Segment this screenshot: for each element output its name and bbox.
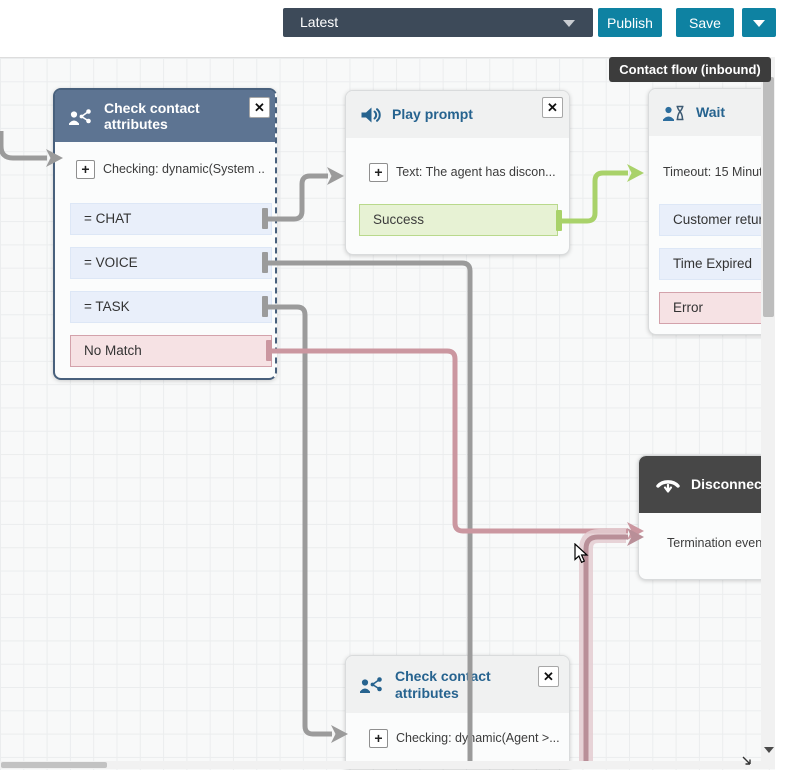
phone-hangup-icon <box>655 475 681 495</box>
block-title: Check contact attributes <box>104 99 200 132</box>
branch-voice[interactable]: = VOICE <box>70 247 272 279</box>
branch-customer-returned[interactable]: Customer returned <box>659 204 774 236</box>
block-title: Disconnect <box>691 476 767 493</box>
flow-type-tooltip: Contact flow (inbound) <box>609 57 771 82</box>
horizontal-scrollbar[interactable] <box>0 761 775 769</box>
page-right-margin <box>775 45 786 769</box>
block-title: Wait <box>696 104 726 121</box>
block-header: Disconnect <box>639 456 774 513</box>
vertical-scrollbar-thumb[interactable] <box>762 77 774 317</box>
block-parameter: Termination event <box>667 536 766 550</box>
check-contact-attributes-icon <box>359 674 385 695</box>
branch-chat[interactable]: = CHAT <box>70 203 272 235</box>
branch-time-expired[interactable]: Time Expired <box>659 248 774 280</box>
block-parameter: Checking: dynamic(Agent >... <box>396 731 560 745</box>
chevron-down-icon <box>563 20 575 27</box>
block-header: Check contact attributes ✕ <box>346 656 569 713</box>
scroll-corner-grip-icon <box>742 756 751 768</box>
publish-button[interactable]: Publish <box>598 8 662 37</box>
block-check-contact-attributes-2[interactable]: Check contact attributes ✕ + Checking: d… <box>345 655 570 769</box>
horizontal-scrollbar-thumb[interactable] <box>1 762 107 768</box>
block-parameter: Checking: dynamic(System ... <box>103 162 265 176</box>
block-header: Wait <box>649 89 774 136</box>
person-hourglass-icon <box>662 103 686 123</box>
expand-parameter-button[interactable]: + <box>76 160 95 179</box>
branch-success[interactable]: Success <box>359 204 558 236</box>
block-title: Check contact attributes <box>395 668 491 701</box>
close-icon[interactable]: ✕ <box>542 97 563 118</box>
block-parameter: Text: The agent has discon... <box>396 165 556 179</box>
version-selector-label: Latest <box>300 14 339 30</box>
chevron-down-icon <box>753 20 765 28</box>
block-header: Check contact attributes ✕ <box>55 90 275 142</box>
close-icon[interactable]: ✕ <box>538 666 559 687</box>
block-header: Play prompt ✕ <box>346 91 569 138</box>
save-button[interactable]: Save <box>676 8 734 37</box>
version-selector[interactable]: Latest <box>283 8 593 37</box>
block-parameter: Timeout: 15 Minutes <box>663 165 775 179</box>
branch-error[interactable]: Error <box>659 292 774 324</box>
scroll-down-arrow-icon[interactable] <box>764 747 774 753</box>
block-wait[interactable]: Wait Timeout: 15 Minutes Customer return… <box>648 88 775 335</box>
save-menu-button[interactable] <box>742 8 776 37</box>
toolbar: Latest Publish Save <box>0 0 786 45</box>
vertical-scrollbar[interactable] <box>761 57 775 769</box>
block-play-prompt[interactable]: Play prompt ✕ + Text: The agent has disc… <box>345 90 570 255</box>
check-contact-attributes-icon <box>68 106 94 127</box>
branch-no-match[interactable]: No Match <box>70 335 272 367</box>
expand-parameter-button[interactable]: + <box>369 729 388 748</box>
block-title: Play prompt <box>392 106 473 123</box>
block-check-contact-attributes-1[interactable]: Check contact attributes ✕ + Checking: d… <box>53 88 277 380</box>
close-icon[interactable]: ✕ <box>249 97 270 118</box>
speaker-icon <box>359 104 382 126</box>
branch-task[interactable]: = TASK <box>70 291 272 323</box>
block-disconnect[interactable]: Disconnect Termination event <box>638 455 775 580</box>
expand-parameter-button[interactable]: + <box>369 163 388 182</box>
